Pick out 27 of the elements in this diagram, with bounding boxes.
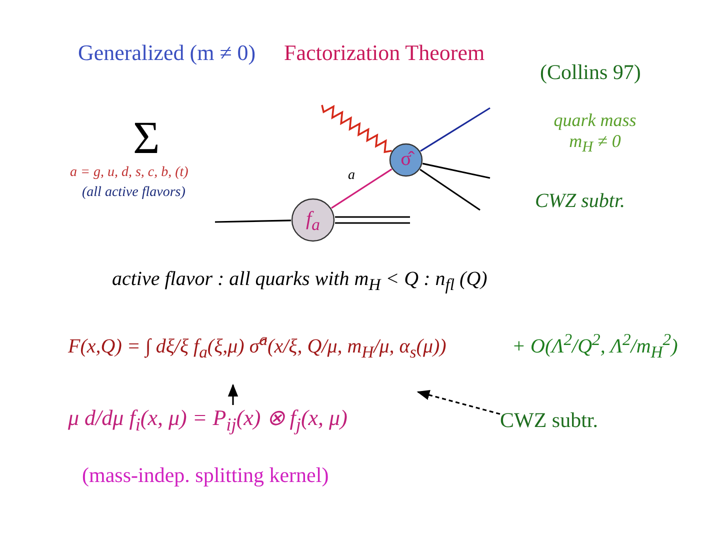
particle-line bbox=[420, 168, 480, 211]
subtraction-note: CWZ subtr. bbox=[535, 190, 626, 213]
subtraction-note: CWZ subtr. bbox=[500, 408, 598, 432]
hard-scattering-blob bbox=[389, 143, 423, 177]
citation-text: (Collins 97) bbox=[540, 60, 641, 84]
blob-label: f$_{a}$ bbox=[305, 208, 321, 234]
definition-text: active flavor : all quarks with m$_{H}$ < Q : n$_{fl}$ (Q) bbox=[112, 268, 488, 294]
flavor-note: (all active flavors) bbox=[82, 185, 186, 202]
parton-density-blob bbox=[291, 198, 335, 242]
flavor-list: a = g, u, d, s, c, b, (t) bbox=[70, 165, 188, 182]
spectator-line bbox=[334, 216, 411, 224]
title-text: Generalized (m ≠ 0) bbox=[78, 40, 256, 66]
correction-term: + O(Λ$^{2}$/Q$^{2}$, Λ$^{2}$/m$_{H}$$^{2}$) bbox=[512, 330, 678, 362]
title-text: Factorization Theorem bbox=[284, 40, 485, 66]
evolution-equation: μ d/dμ f$_{i}$(x, μ) = P$_{ij}$(x) ⊗ f$_{j}$(x, μ) bbox=[68, 405, 348, 436]
mass-note: quark mass m$_{H}$ ≠ 0 bbox=[552, 110, 638, 157]
photon-line bbox=[321, 104, 392, 154]
caption-text: (mass-indep. splitting kernel) bbox=[82, 463, 329, 488]
parton-line bbox=[331, 168, 392, 209]
blob-label: σ̂ bbox=[389, 148, 423, 171]
particle-line bbox=[422, 162, 490, 179]
particle-line bbox=[214, 220, 292, 223]
leader-arrow bbox=[228, 384, 238, 405]
formula-text: F(x,Q) = ∫ dξ/ξ f$_{a}$(ξ,μ) σ̂$^{a}$(x/ξ, Q/μ, m$_{H}$/μ, α$_{s}$(μ)) bbox=[68, 330, 446, 362]
sum-symbol: Σ bbox=[133, 112, 160, 165]
leader-arrow bbox=[416, 390, 500, 415]
quark-line bbox=[420, 107, 490, 152]
